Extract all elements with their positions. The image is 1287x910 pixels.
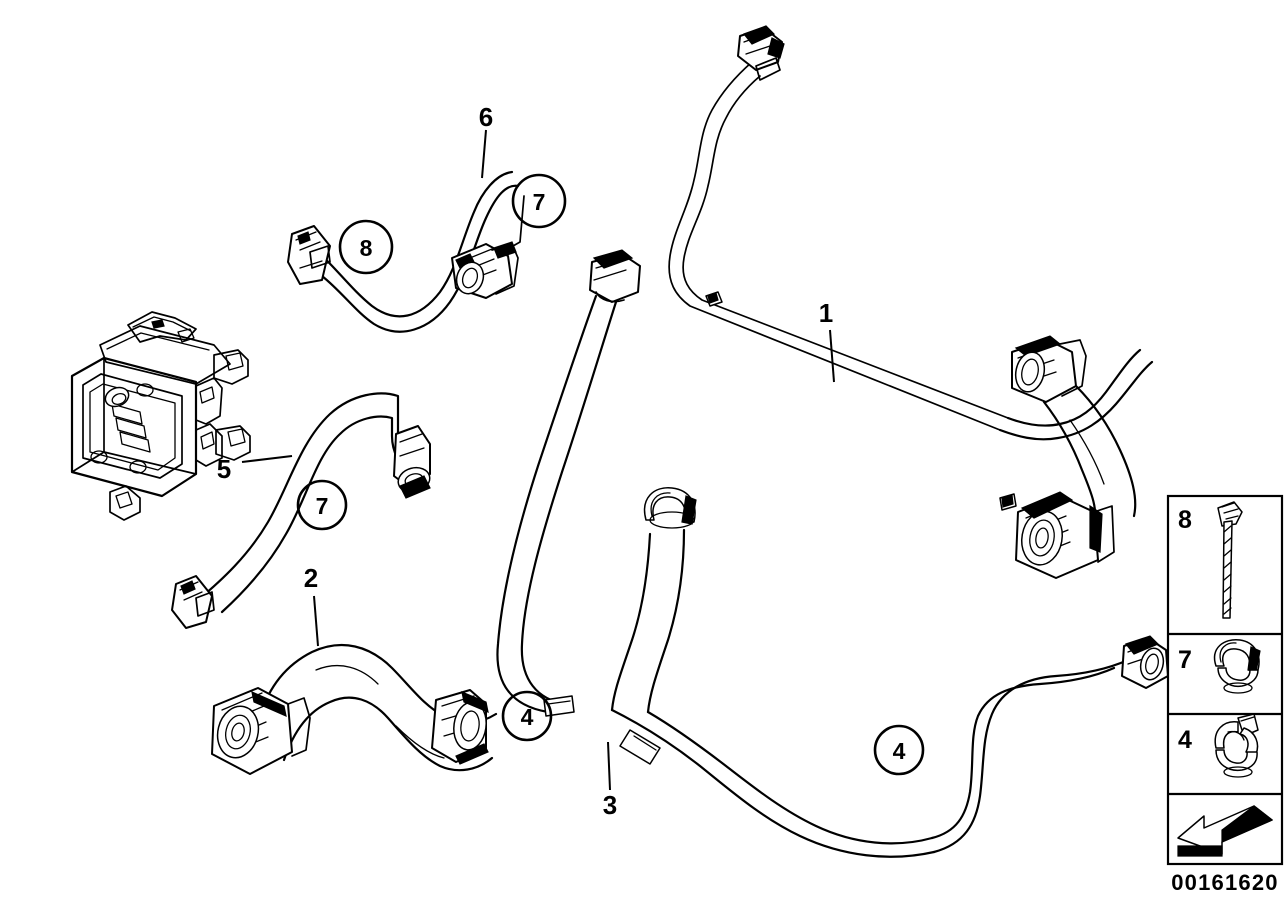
leader-line-6 <box>481 129 487 179</box>
circle-4-left: 4 <box>501 690 553 742</box>
legend-row-8: 8 <box>1178 501 1243 619</box>
hose-clamp-icon <box>1213 639 1261 694</box>
hose-clip-icon <box>1214 713 1259 778</box>
label-5: 5 <box>217 454 231 484</box>
circle-8-top-label: 8 <box>360 235 373 261</box>
label-6: 6 <box>479 102 493 132</box>
leader-line-2 <box>313 595 319 647</box>
hose-right-radiator-connector <box>998 335 1154 579</box>
cable-tie-icon <box>1217 501 1243 619</box>
legend-row-arrow <box>1177 805 1274 857</box>
label-1: 1 <box>819 298 833 328</box>
legend-row-4: 4 <box>1178 713 1259 778</box>
number-labels: 1 2 3 5 6 <box>217 102 833 820</box>
circle-4-right: 4 <box>873 724 925 776</box>
circle-7-middle: 7 <box>296 479 348 531</box>
circle-8-top: 8 <box>338 219 394 275</box>
hose-4-lower-right-branch <box>930 635 1169 854</box>
legend-row-7: 7 <box>1178 639 1261 694</box>
circle-4-right-label: 4 <box>893 738 906 764</box>
engine-oil-cooler <box>70 311 251 521</box>
hose-5-oil-cooler-feed <box>171 392 431 629</box>
hose-3-coolant-return <box>496 249 936 858</box>
legend-panel: 8 7 <box>1166 494 1284 895</box>
leader-line-5 <box>241 455 293 463</box>
circle-7-top: 7 <box>511 173 567 229</box>
label-2: 2 <box>304 563 318 593</box>
hose-6-oil-cooler-return <box>287 170 525 333</box>
direction-arrow-icon <box>1177 805 1274 857</box>
circle-4-left-label: 4 <box>521 704 534 730</box>
leader-line-1 <box>829 329 835 383</box>
leader-line-3 <box>607 741 611 791</box>
circle-7-top-label: 7 <box>533 189 546 215</box>
label-3: 3 <box>603 790 617 820</box>
leader-lines <box>241 129 835 791</box>
part-number: 00161620 <box>1171 870 1278 895</box>
circle-7-middle-label: 7 <box>316 493 329 519</box>
hose-2-radiator-lower-hose <box>211 644 498 775</box>
legend-row-8-number: 8 <box>1178 506 1192 534</box>
circled-callouts: 7 8 7 4 4 <box>296 173 925 776</box>
hose-1-vent-line <box>668 25 1009 431</box>
legend-row-7-number: 7 <box>1178 646 1192 674</box>
legend-row-4-number: 4 <box>1178 726 1192 754</box>
